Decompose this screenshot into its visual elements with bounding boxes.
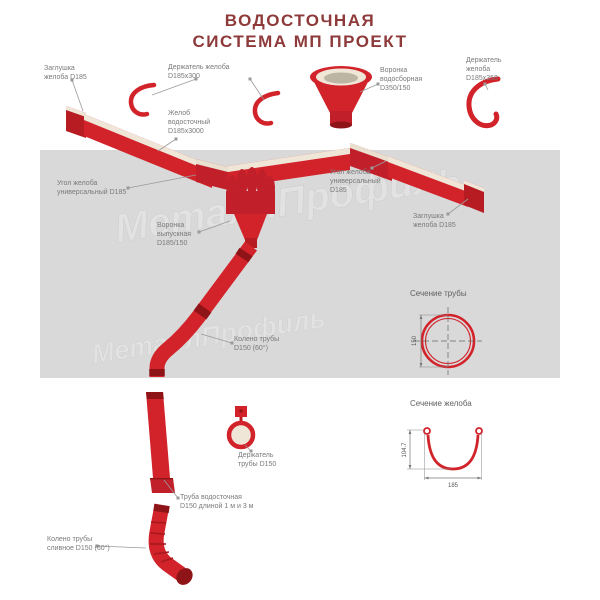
label-holder-300: Держатель желоба D185x300 <box>168 64 230 81</box>
gutter-corner-right <box>350 143 392 181</box>
label-pipe-elbow: Колено трубы D150 (60°) <box>234 336 280 353</box>
label-pipe-holder: Держатель трубы D150 <box>238 452 277 469</box>
label-corner-left: Угол желоба универсальный D185 <box>57 180 127 197</box>
gutter-end-cap-right <box>464 180 484 213</box>
label-downpipe: Труба водосточная D150 длиной 1 м и 3 м <box>180 494 254 511</box>
gutter-holder-1 <box>128 82 157 117</box>
section-title-pipe: Сечение трубы <box>410 289 467 298</box>
gutter-right <box>388 156 468 207</box>
downpipe-upper-elbow <box>149 241 258 377</box>
label-drain-elbow: Колено трубы сливное D150 (60°) <box>47 536 110 553</box>
leader-lines <box>70 77 489 549</box>
outlet-funnel <box>226 167 275 248</box>
label-collector-funnel: Воронка водосборная D350/150 <box>380 67 423 93</box>
gutter-corner-left <box>196 159 232 191</box>
gutter-section-height: 104.7 <box>402 442 408 458</box>
collector-funnel <box>310 66 372 129</box>
label-outlet-funnel: Воронка выпускная D185/150 <box>157 222 192 248</box>
label-cap-right: Заглушка желоба D185 <box>413 213 456 230</box>
pipe-cross-section: 150 <box>412 307 482 375</box>
label-gutter: Желоб водосточный D185x3000 <box>168 110 211 136</box>
label-corner-right: Угол желоба универсальный D185 <box>330 169 381 195</box>
gutter-holder-2 <box>252 90 281 126</box>
pipe-section-diameter: 150 <box>412 335 418 346</box>
label-cap-left: Заглушка желоба D185 <box>44 65 87 82</box>
downpipe-straight <box>146 392 175 493</box>
drain-elbow <box>148 503 193 585</box>
gutter-cross-section: 104.7 185 <box>402 427 483 489</box>
pipe-holder <box>226 406 256 450</box>
gutter-section-width: 185 <box>448 483 459 489</box>
gutter-left <box>84 114 212 188</box>
label-holder-350: Держатель желоба D185x350 <box>466 57 502 83</box>
gutter-holder-3 <box>466 76 501 129</box>
gutter-end-cap-left <box>66 106 86 138</box>
section-title-gutter: Сечение желоба <box>410 399 472 408</box>
page-title: ВОДОСТОЧНАЯ СИСТЕМА МП ПРОЕКТ <box>192 11 408 52</box>
